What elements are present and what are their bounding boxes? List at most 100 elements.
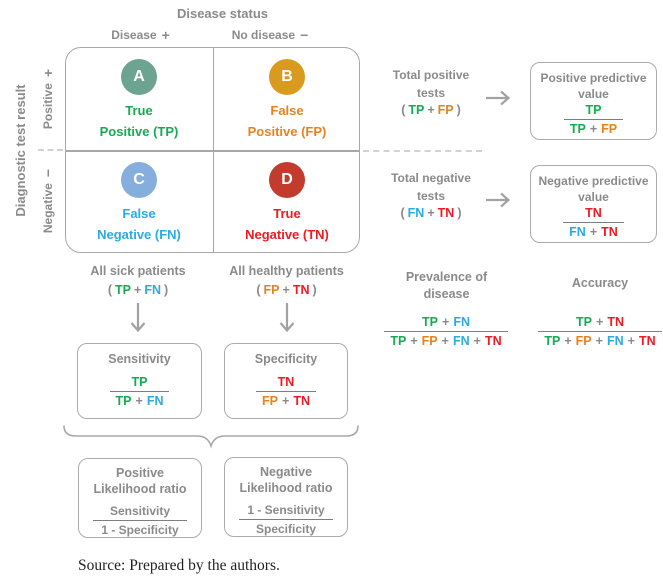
minus-sign: − bbox=[300, 27, 309, 43]
sensitivity-title: Sensitivity bbox=[108, 352, 171, 366]
arrow-right-icon bbox=[486, 90, 511, 106]
npv-title-line1: Negative predictive bbox=[538, 174, 649, 188]
row-negative-label: Negative bbox=[40, 183, 55, 234]
specificity-box: Specificity TN FP+TN bbox=[224, 343, 348, 419]
total-negative-line2: tests bbox=[416, 189, 445, 203]
arrow-down-icon bbox=[130, 303, 146, 333]
paren: ( bbox=[401, 103, 406, 117]
term-tn: TN bbox=[601, 225, 618, 239]
prevalence-fraction: TP+FN TP+FP+FN+TN bbox=[382, 314, 509, 348]
cell-b-line2: Positive (FP) bbox=[247, 124, 327, 139]
term-fn: FN bbox=[407, 206, 425, 220]
accuracy-formula: TP+TN TP+FP+FN+TN bbox=[536, 314, 663, 348]
total-negative-line1: Total negative bbox=[391, 171, 471, 185]
cell-d-line2: Negative (TN) bbox=[245, 227, 329, 242]
paren: ) bbox=[457, 206, 462, 220]
term-tn: TN bbox=[638, 334, 656, 348]
term-fn: FN bbox=[606, 334, 624, 348]
term-tp: TP bbox=[131, 375, 148, 389]
ppv-box: Positive predictive value TP TP+FP bbox=[530, 62, 657, 140]
col-header-no-disease-label: No disease bbox=[231, 28, 296, 42]
term-tp: TP bbox=[576, 315, 592, 329]
cell-true-positive: A True Positive (TP) bbox=[66, 48, 212, 149]
plus: + bbox=[441, 334, 449, 348]
axis-label: Diagnostic test result bbox=[13, 84, 28, 217]
nlr-fraction: 1 - Sensitivity Specificity bbox=[237, 502, 334, 536]
cell-a-line2: Positive (TP) bbox=[99, 124, 179, 139]
npv-box: Negative predictive value TN FN+TN bbox=[530, 165, 657, 243]
badge-a-letter: A bbox=[133, 68, 145, 85]
term-fn: FN bbox=[146, 394, 164, 408]
plus: + bbox=[589, 225, 598, 239]
cell-c-line1: False bbox=[122, 206, 156, 221]
matrix-horizontal-divider bbox=[66, 150, 359, 152]
paren: ( bbox=[107, 283, 113, 297]
plr-numerator: Sensitivity bbox=[109, 504, 171, 518]
accuracy-label: Accuracy bbox=[571, 276, 629, 290]
specificity-fraction: TN FP+TN bbox=[254, 374, 318, 408]
source-note: Source: Prepared by the authors. bbox=[78, 557, 280, 574]
sensitivity-box: Sensitivity TP TP+FN bbox=[77, 343, 202, 419]
nlr-title-line2: Likelihood ratio bbox=[239, 481, 333, 495]
plus: + bbox=[442, 315, 450, 329]
total-positive-line1: Total positive bbox=[392, 68, 470, 82]
term-tp: TP bbox=[115, 283, 131, 297]
plus: + bbox=[135, 394, 143, 408]
plus: + bbox=[427, 103, 435, 117]
term-fn: FN bbox=[144, 283, 161, 297]
plus: + bbox=[134, 283, 142, 297]
term-fn: FN bbox=[453, 315, 470, 329]
col-header-disease-label: Disease bbox=[111, 28, 157, 42]
term-tp: TP bbox=[408, 103, 425, 117]
term-fn: FN bbox=[452, 334, 470, 348]
term-tn: TN bbox=[607, 315, 624, 329]
specificity-title: Specificity bbox=[254, 352, 318, 366]
ppv-fraction: TP TP+FP bbox=[562, 102, 625, 136]
nlr-numerator: 1 - Sensitivity bbox=[247, 503, 325, 517]
prevalence-formula: TP+FN TP+FP+FN+TN bbox=[382, 314, 510, 348]
term-fn: FN bbox=[569, 225, 586, 239]
plr-title-line2: Likelihood ratio bbox=[93, 482, 187, 496]
term-tp: TP bbox=[390, 334, 407, 348]
prevalence-label: Prevalence of disease bbox=[388, 269, 505, 303]
disease-status-title: Disease status bbox=[176, 6, 269, 21]
term-fp: FP bbox=[601, 122, 618, 136]
plr-title-line1: Positive bbox=[116, 466, 164, 480]
term-fp: FP bbox=[437, 103, 454, 117]
plus-sign: + bbox=[161, 27, 170, 43]
plus-sign: + bbox=[39, 68, 56, 78]
cell-false-negative: C False Negative (FN) bbox=[66, 151, 212, 252]
cell-false-positive: B False Positive (FP) bbox=[214, 48, 360, 149]
term-tp: TP bbox=[422, 315, 438, 329]
all-healthy-patients-label: All healthy patients bbox=[229, 264, 344, 278]
row-header-positive: Positive + bbox=[39, 53, 56, 145]
prevalence-line2: disease bbox=[423, 287, 470, 301]
term-tn: TN bbox=[277, 375, 295, 389]
plus: + bbox=[564, 334, 572, 348]
cell-b-line1: False bbox=[270, 103, 304, 118]
prevalence-line1: Prevalence of bbox=[405, 270, 488, 284]
total-positive-line2: tests bbox=[416, 86, 445, 100]
brace-icon bbox=[63, 425, 359, 449]
paren: ) bbox=[163, 283, 169, 297]
arrow-down-icon bbox=[279, 303, 295, 333]
total-negative-tests-label: Total negative tests bbox=[374, 169, 488, 205]
term-fp: FP bbox=[263, 283, 280, 297]
term-tp: TP bbox=[115, 394, 132, 408]
arrow-right-icon bbox=[486, 192, 511, 208]
badge-b-letter: B bbox=[281, 68, 293, 85]
minus-sign: − bbox=[39, 168, 56, 178]
negative-likelihood-ratio-box: Negative Likelihood ratio 1 - Sensitivit… bbox=[224, 457, 348, 537]
plus: + bbox=[282, 394, 290, 408]
plus: + bbox=[473, 334, 481, 348]
dashed-divider-left bbox=[38, 149, 63, 151]
all-sick-formula: ( TP + FN ) bbox=[72, 283, 204, 297]
badge-d: D bbox=[269, 162, 305, 198]
plus: + bbox=[595, 334, 603, 348]
paren: ( bbox=[256, 283, 261, 297]
total-negative-formula: ( FN + TN ) bbox=[374, 206, 488, 220]
badge-d-letter: D bbox=[281, 171, 293, 188]
term-tn: TN bbox=[585, 206, 602, 220]
badge-c: C bbox=[121, 162, 157, 198]
term-fp: FP bbox=[421, 334, 438, 348]
